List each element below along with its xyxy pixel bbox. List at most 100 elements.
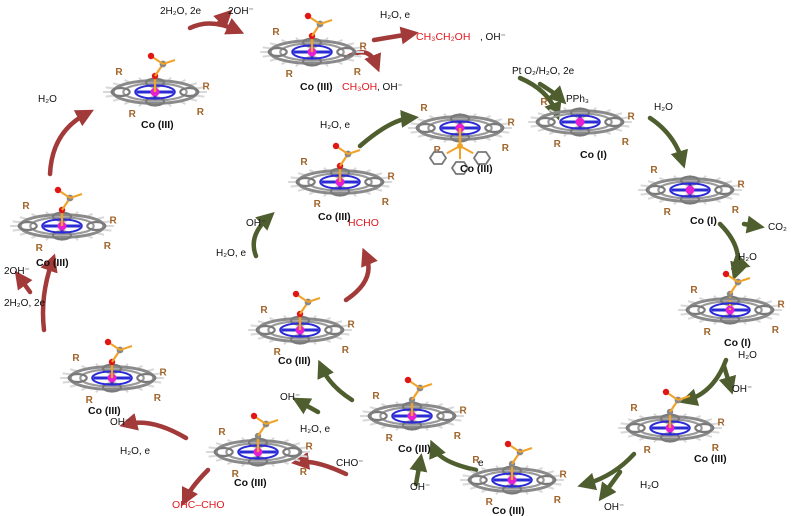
product-glyoxal: OHC–CHO [172,499,225,511]
reaction-arrow [717,221,748,281]
r-group-label: R [628,112,636,123]
reaction-arrow [187,18,245,35]
r-group-label: R [664,207,672,218]
axial-ligand [304,12,333,52]
oxidation-state-label: Co (III) [278,355,311,367]
step-label-2oh-j: 2OH⁻ [228,6,254,17]
pyrrole-ring [604,116,625,128]
molecules-layer: RRRRRRRRRRRRRRRRRRRRRRRRRRRRRRRRRRRRRRRR… [10,12,786,508]
pyrrole-ring [754,304,775,316]
reaction-arrow [119,413,189,441]
r-group-label: R [712,443,720,454]
r-group-label: R [388,172,396,183]
r-group-label: R [434,145,442,156]
reaction-arrow [718,363,737,395]
step-label-h2o-c: H₂O [738,350,757,361]
r-group-label: R [472,455,480,466]
product-methanol: CH₃OH [342,81,377,93]
pyrrole-ring [86,220,107,232]
axial-ligand [662,388,691,428]
pyrrole-ring [213,446,234,458]
axial-ligand [250,412,279,452]
r-group-label: R [560,470,568,481]
step-label-oh-k: , OH⁻ [480,32,506,43]
carbon-ring [536,109,624,135]
reaction-arrow [213,9,233,29]
r-group-label: R [460,406,468,417]
carbon-ring [686,297,774,323]
step-label-h2o-e-g: H₂O, e [120,446,150,457]
r-group-label: R [622,137,630,148]
pyrrole-ring [17,220,38,232]
reaction-arrow [730,252,751,270]
reaction-arrow [292,397,321,415]
step-label-h2o-b: H₂O [738,252,757,263]
r-group-label: R [86,395,94,406]
r-group-label: R [386,433,394,444]
oxidation-state-label: Co (III) [234,477,267,489]
r-group-label: R [160,368,168,379]
r-group-label: R [36,243,44,254]
pyrrole-ring [179,86,200,98]
oxidation-state-label: Co (I) [724,337,751,349]
step-label-oh-d: OH⁻ [604,502,624,513]
oxidation-state-label: Co (III) [300,81,333,93]
pyrrole-ring [255,324,276,336]
r-group-label: R [274,347,282,358]
axial-ligand [404,376,433,416]
pyrrole-ring [685,304,706,316]
pyrrole-ring [484,122,505,134]
r-group-label: R [300,467,308,478]
r-group-label: R [554,495,562,506]
step-label-co2: CO₂ [768,222,787,233]
step-label-2h2o-2e-j: 2H₂O, 2e [160,6,202,17]
step-label-oh-f: OH⁻ [280,392,300,403]
step-label-h2o-e-l: H₂O, e [320,120,350,131]
pyrrole-ring [645,184,666,196]
r-group-label: R [354,67,362,78]
axial-ligand [292,290,321,330]
reaction-arrow [317,359,355,403]
pyrrole-ring [282,446,303,458]
cobalt-atom [685,185,695,195]
reaction-arrow [537,81,567,105]
oxidation-state-label: Co (III) [460,163,493,175]
oxidation-state-label: Co (III) [398,443,431,455]
reaction-arrow [647,115,688,169]
r-group-label: R [732,205,740,216]
r-group-label: R [454,431,462,442]
r-group-label: R [22,201,30,212]
axial-ligand [147,52,176,92]
step-label-e-e: e [478,458,484,469]
axial-ligand [722,270,751,310]
nitrogen-ring [669,182,711,198]
r-group-label: R [286,69,294,80]
reaction-arrow [40,253,58,333]
r-group-label: R [300,157,308,168]
r-group-label: R [232,469,240,480]
axial-ligand [104,338,133,378]
reaction-arrow [679,357,729,406]
r-group-label: R [272,27,280,38]
reaction-arrow [357,109,419,149]
reaction-arrow [47,109,94,177]
r-group-label: R [690,285,698,296]
step-label-oh-g: OH⁻ [110,417,130,428]
r-group-label: R [260,305,268,316]
reaction-arrow [343,247,378,303]
carbon-ring-inner [657,180,723,200]
oxidation-state-label: Co (III) [36,257,69,269]
oxidation-state-label: Co (III) [141,119,174,131]
nitrogen-ring [559,114,601,130]
carbon-ring [646,177,734,203]
r-group-label: R [554,139,562,150]
pyrrole-ring [625,422,646,434]
